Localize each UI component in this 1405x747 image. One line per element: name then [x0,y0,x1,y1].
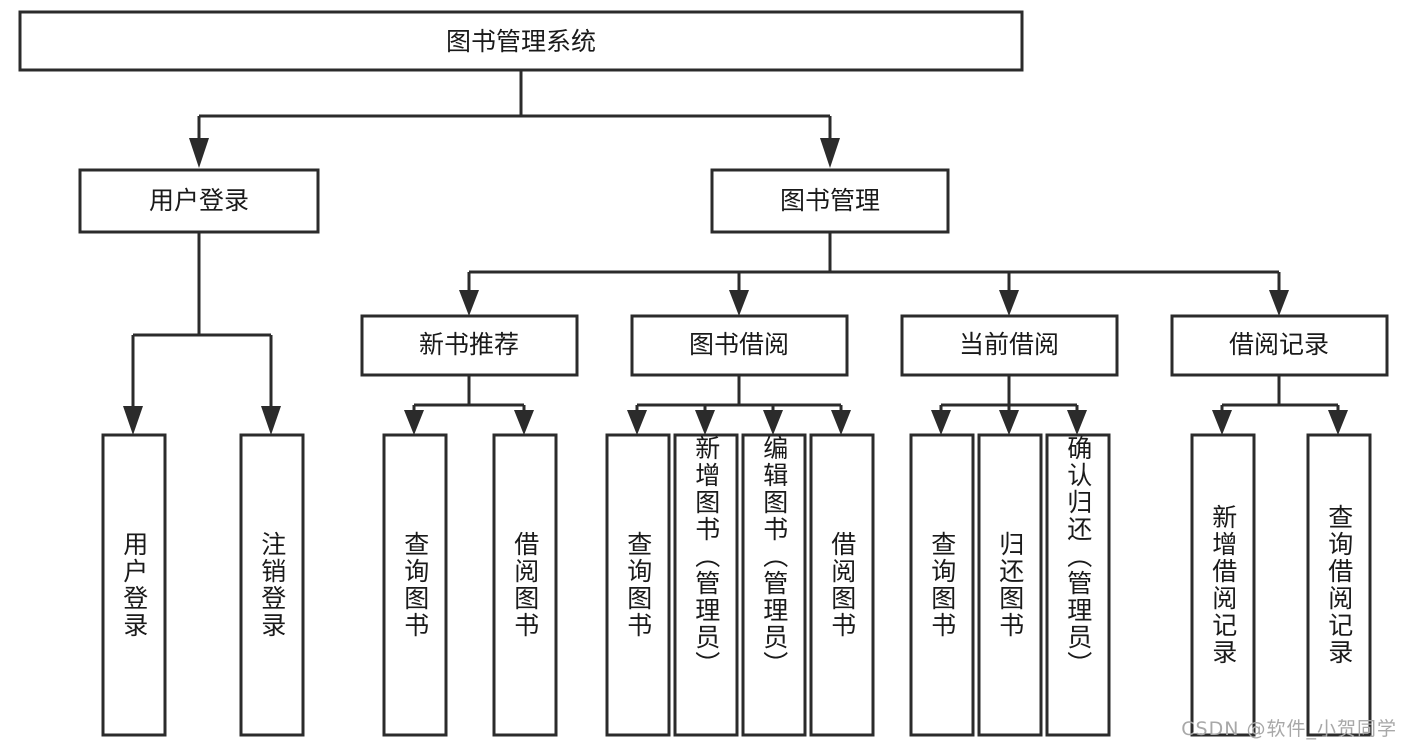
arrowhead-leaf-edit-book [763,410,783,435]
node-leaf-query-book-1-box[interactable] [382,433,448,737]
arrowhead-user-login [189,138,209,168]
csdn-watermark: CSDN @软件_小贺同学 [1181,718,1397,740]
arrowhead-leaf-logout-login [261,406,281,435]
node-book-manage-box[interactable] [710,168,950,234]
node-user-login-box[interactable] [78,168,320,234]
arrowhead-leaf-confirm-return [1067,410,1087,435]
arrowhead-book-manage [820,138,840,168]
arrowhead-leaf-return-book [999,410,1019,435]
node-leaf-query-book-2-box[interactable] [605,433,671,737]
node-leaf-confirm-return-box[interactable] [1045,433,1111,737]
node-leaf-user-login-box[interactable] [101,433,167,737]
arrowhead-book-borrow [729,290,749,316]
node-leaf-return-book-box[interactable] [977,433,1043,737]
connector-layer [123,70,1348,435]
arrowhead-borrow-record [1269,290,1289,316]
arrowhead-leaf-user-login [123,406,143,435]
arrowhead-leaf-query-book-2 [627,410,647,435]
node-book-borrow[interactable]: 图书借阅 [630,314,849,377]
node-borrow-record-label: 借阅记录 [1229,330,1329,359]
node-borrow-record[interactable]: 借阅记录 [1170,314,1389,377]
node-user-login-label: 用户登录 [149,186,249,215]
node-user-login[interactable]: 用户登录 [78,168,320,234]
node-current-borrow-label: 当前借阅 [959,330,1059,359]
arrowhead-new-book-recommend [459,290,479,316]
leaf-boxes [101,433,1372,737]
node-leaf-borrow-book-1-box[interactable] [492,433,558,737]
node-book-manage[interactable]: 图书管理 [710,168,950,234]
arrowhead-leaf-query-book-1 [404,410,424,435]
node-root[interactable]: 图书管理系统 [18,10,1024,72]
node-leaf-borrow-book-2-box[interactable] [809,433,875,737]
node-leaf-query-book-3-box[interactable] [909,433,975,737]
arrowhead-leaf-borrow-book-2 [831,410,851,435]
arrowhead-leaf-query-book-3 [931,410,951,435]
arrowhead-current-borrow [999,290,1019,316]
arrowhead-leaf-query-record [1328,410,1348,435]
node-leaf-add-record-box[interactable] [1190,433,1256,737]
node-new-book-recommend-label: 新书推荐 [419,330,519,359]
node-current-borrow[interactable]: 当前借阅 [900,314,1119,377]
node-leaf-query-record-box[interactable] [1306,433,1372,737]
node-new-book-recommend-box[interactable] [360,314,579,377]
node-leaf-add-book-box[interactable] [673,433,739,737]
arrowhead-leaf-add-book [695,410,715,435]
node-root-box[interactable] [18,10,1024,72]
node-borrow-record-box[interactable] [1170,314,1389,377]
node-new-book-recommend[interactable]: 新书推荐 [360,314,579,377]
arrowhead-leaf-add-record [1212,410,1232,435]
node-leaf-edit-book-box[interactable] [741,433,807,737]
node-current-borrow-box[interactable] [900,314,1119,377]
node-book-borrow-label: 图书借阅 [689,330,789,359]
node-book-manage-label: 图书管理 [780,186,880,215]
node-root-label: 图书管理系统 [446,27,596,56]
arrowhead-leaf-borrow-book-1 [514,410,534,435]
node-book-borrow-box[interactable] [630,314,849,377]
node-leaf-logout-login-box[interactable] [239,433,305,737]
